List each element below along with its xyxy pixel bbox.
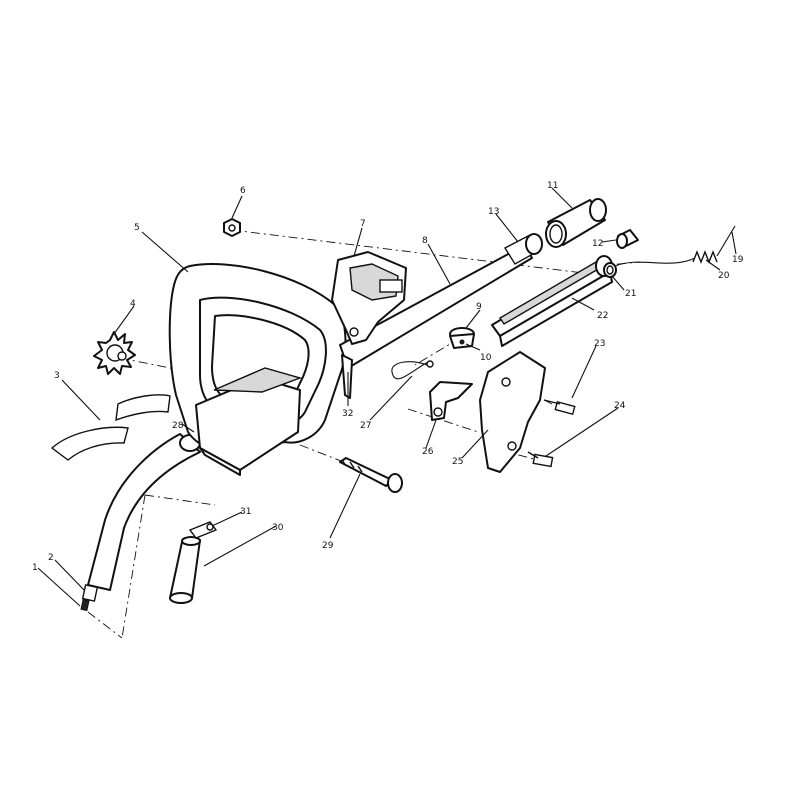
callout-23: 23 [594, 339, 605, 349]
grip-sleeves [50, 394, 171, 461]
handle-bracket [331, 251, 407, 345]
callout-21: 21 [625, 289, 636, 299]
screw-24 [527, 451, 554, 468]
lower-sleeve [169, 536, 201, 604]
callout-29: 29 [322, 541, 334, 551]
callout-2: 2 [48, 553, 54, 563]
nut-6 [223, 218, 241, 237]
callout-6: 6 [240, 186, 246, 196]
callout-24: 24 [614, 401, 626, 411]
callout-10: 10 [480, 353, 492, 363]
callout-31: 31 [240, 507, 251, 517]
screw-23 [543, 399, 576, 416]
throttle-trigger [429, 381, 473, 421]
callout-11: 11 [547, 181, 558, 191]
washer-21 [603, 262, 617, 278]
callout-32: 32 [342, 409, 353, 419]
coupler-sleeve [545, 198, 607, 248]
callout-7: 7 [360, 219, 366, 229]
callout-20: 20 [718, 271, 730, 281]
callout-13: 13 [488, 207, 499, 217]
main-shaft [339, 233, 543, 399]
callout-22: 22 [597, 311, 608, 321]
callout-28: 28 [172, 421, 184, 431]
callout-8: 8 [422, 236, 428, 246]
callout-labels: 1 2 3 4 5 6 7 8 9 10 11 12 13 19 20 21 2… [32, 181, 744, 573]
callout-9: 9 [476, 302, 482, 312]
throttle-spring [614, 225, 736, 267]
leader-lines [37, 187, 737, 607]
channel-housing [491, 255, 613, 347]
side-cover [479, 351, 546, 473]
stop-switch [449, 327, 475, 349]
callout-30: 30 [272, 523, 284, 533]
callout-1: 1 [32, 563, 38, 573]
star-knob [93, 331, 136, 375]
callout-27: 27 [360, 421, 371, 431]
ground-wire [391, 360, 434, 380]
callout-25: 25 [452, 457, 463, 467]
callout-12: 12 [592, 239, 603, 249]
bushing-12 [616, 229, 639, 249]
long-bolt [339, 457, 403, 493]
callout-19: 19 [732, 255, 744, 265]
callout-4: 4 [130, 299, 136, 309]
callout-26: 26 [422, 447, 434, 457]
hose-clamp [188, 521, 218, 539]
callout-3: 3 [54, 371, 60, 381]
callout-5: 5 [134, 223, 140, 233]
loop-handle [168, 263, 347, 476]
